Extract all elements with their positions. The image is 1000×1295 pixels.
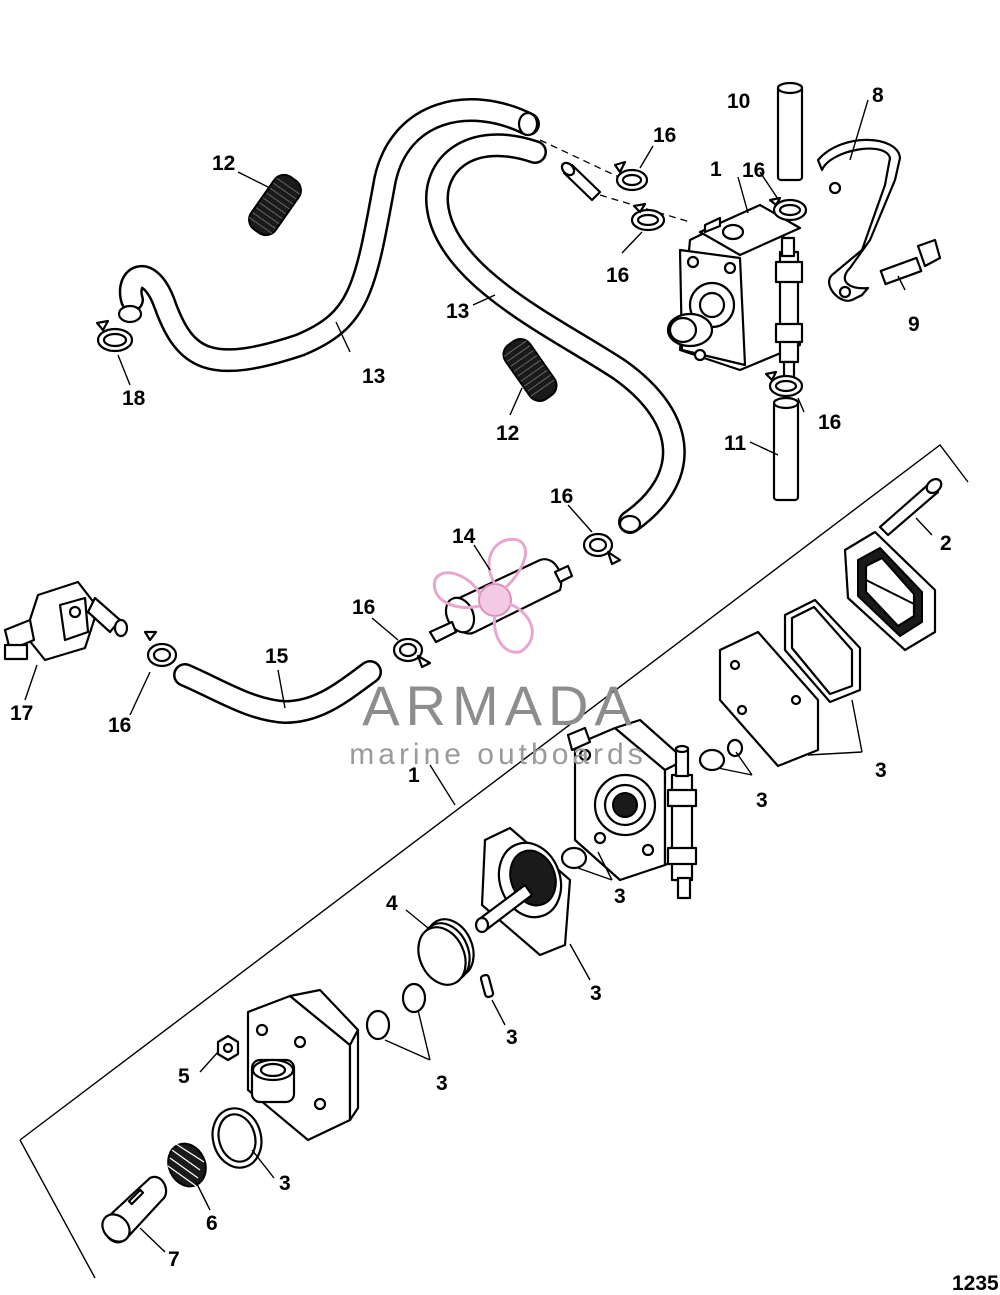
pump-body [566,718,698,900]
callout-16-e: 16 [550,485,573,508]
callout-3-c: 3 [614,885,626,908]
diaphragm [474,826,572,957]
clamp-16-f [392,637,432,669]
callout-1-upper: 1 [710,158,722,181]
o-ring-large [365,1009,391,1041]
callout-3-f: 3 [436,1072,448,1095]
spring-4 [417,918,475,986]
hose-13-lower [425,133,686,534]
callout-9: 9 [908,313,920,336]
connector-hose [560,161,602,202]
clamp-16-c [768,196,808,222]
o-ring-small [401,982,427,1014]
bolt-9 [879,238,942,286]
clamp-16-g [143,630,178,668]
callout-11: 11 [724,432,747,455]
callout-17: 17 [10,702,33,725]
watermark-tagline: marine outboards [349,738,646,771]
pump-cover [843,530,937,652]
callout-14: 14 [452,525,476,548]
callout-16-c: 16 [606,264,629,287]
clamp-16-a [613,160,649,192]
plunger-7 [101,1175,168,1244]
callout-3-d: 3 [590,982,602,1005]
hose-13-upper [118,98,540,373]
clamp-16-b [630,202,666,232]
o-ring-base-inner [217,1113,257,1163]
propeller-icon [432,537,534,654]
callout-5: 5 [178,1065,190,1088]
callout-10: 10 [727,90,750,113]
watermark-brand: ARMADA [362,674,638,737]
callout-12-upper: 12 [212,152,235,175]
leader-lines [24,99,933,1253]
callout-2: 2 [940,532,952,555]
callout-3-e: 3 [506,1026,518,1049]
clamp-18 [95,319,134,353]
clamp-16-d [764,370,804,398]
check-valve-disc-upper [698,738,744,772]
pin [479,973,495,999]
callout-4: 4 [386,892,398,915]
pump-base [246,988,360,1142]
callout-16-f: 16 [352,596,375,619]
fuel-line-11 [772,396,800,502]
hose-15 [173,660,382,724]
diaphragm-plate [718,630,820,768]
fuel-line-10 [776,81,804,182]
hose-13-upper-end [517,111,539,137]
callout-12-lower: 12 [496,422,519,445]
callout-13-right: 13 [446,300,469,323]
callout-3-g: 3 [279,1172,291,1195]
callout-3-a: 3 [875,759,887,782]
clamp-16-e [582,532,622,566]
callout-16-g: 16 [108,714,131,737]
hose-13-upper-end-left [117,304,143,324]
assembly-line-lower [599,194,691,223]
nut-5 [216,1034,240,1062]
fuel-connector-17 [3,580,129,662]
hose-13-lower-end [618,514,642,534]
callout-16-b: 16 [742,159,765,182]
hose-sleeve-12-lower [502,338,558,402]
callout-3-b: 3 [756,789,768,812]
callout-labels: 1 1 2 3 3 3 3 3 3 3 3 4 5 6 7 8 9 10 11 … [10,84,952,1271]
pump-bolt-2 [878,478,943,537]
callout-8: 8 [872,84,884,107]
callout-6: 6 [206,1212,218,1235]
callout-16-d: 16 [818,411,841,434]
fuel-pump-assembly-upper [666,203,804,380]
exploded-box-border [19,444,969,1279]
callout-15: 15 [265,645,289,668]
gasket-outer [783,598,862,704]
spring-6 [167,1142,207,1188]
figure-number: 1235 [952,1272,999,1295]
hose-sleeve-12-upper [248,173,302,237]
watermark: ARMADA marine outboards [349,537,646,771]
assembly-line-upper [539,139,626,181]
callout-16-a: 16 [653,124,676,147]
callout-1-lower: 1 [408,764,420,787]
callout-7: 7 [168,1248,180,1271]
mounting-bracket-8 [816,138,902,302]
callout-18: 18 [122,387,146,410]
callout-13-left: 13 [362,365,385,388]
